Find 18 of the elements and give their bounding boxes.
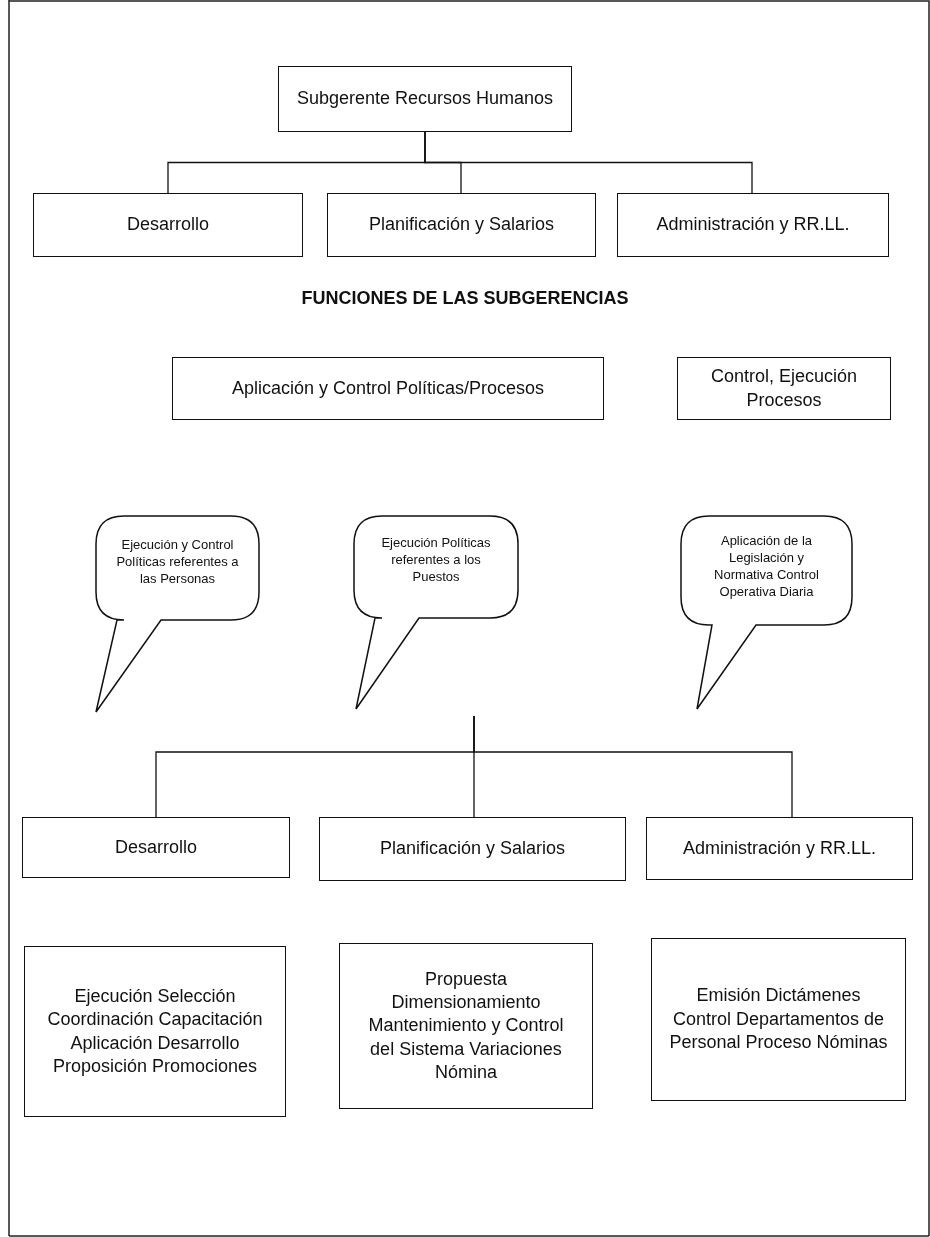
connector-line	[473, 715, 793, 818]
org-box: Ejecución Selección Coordinación Capacitación Aplicación Desarrollo Proposición Promociones	[24, 946, 286, 1117]
connector-line	[424, 131, 753, 194]
speech-bubble: Aplicación de la Legislación y Normativa Control Operativa Diaria	[680, 515, 853, 710]
org-box: Aplicación y Control Políticas/Procesos	[172, 357, 604, 420]
speech-bubble: Ejecución Políticas referentes a los Puestos	[353, 515, 519, 710]
org-box: Emisión Dictámenes Control Departamentos de Personal Proceso Nóminas	[651, 938, 906, 1101]
org-box: Planificación y Salarios	[327, 193, 596, 257]
org-box: Administración y RR.LL.	[646, 817, 913, 880]
manager-box: Subgerente Recursos Humanos	[278, 66, 572, 132]
org-box: Control, Ejecución Procesos	[677, 357, 891, 420]
org-box: Administración y RR.LL.	[617, 193, 889, 257]
org-box: Propuesta Dimensionamiento Mantenimiento y Control del Sistema Variaciones Nómina	[339, 943, 593, 1109]
speech-bubble: Ejecución y Control Políticas referentes a las Personas	[95, 515, 260, 713]
org-box: Planificación y Salarios	[319, 817, 626, 881]
org-box: Desarrollo	[33, 193, 303, 257]
org-box: Desarrollo	[22, 817, 290, 878]
heading: FUNCIONES DE LAS SUBGERENCIAS	[300, 288, 630, 309]
